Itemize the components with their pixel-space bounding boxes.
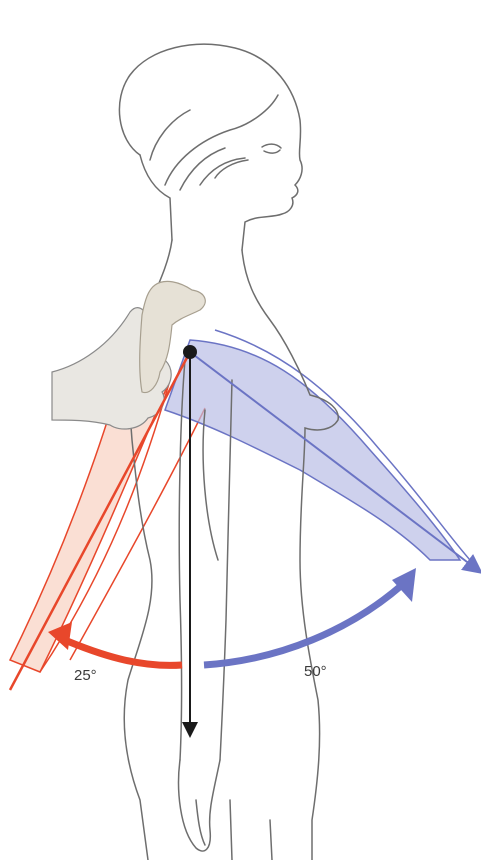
flexion-arrowhead [392,568,416,602]
flexion-arc-arrow [204,585,402,665]
extension-arc-arrow [60,638,182,665]
flexion-arm-ghost [165,330,470,560]
extension-angle-label: 25° [74,668,97,683]
flexion-axis-line [190,352,475,568]
shoulder-pivot-dot [183,345,197,359]
flexion-angle-label: 50° [304,664,327,679]
